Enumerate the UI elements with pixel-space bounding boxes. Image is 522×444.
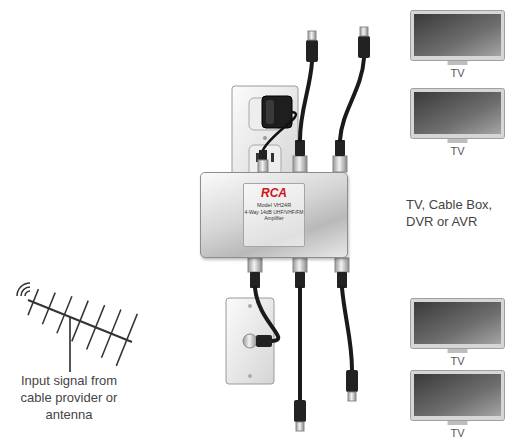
antenna-mast [69, 317, 71, 372]
coax-plug [346, 370, 358, 392]
signal-wave [21, 287, 30, 296]
coax-cable [255, 288, 278, 341]
input-port [248, 258, 262, 272]
power-port [258, 160, 268, 172]
wall-coax-jack [243, 334, 257, 348]
output-port [293, 258, 307, 272]
signal-wave [17, 283, 30, 296]
tv-label: TV [410, 427, 505, 440]
model-number: Model VH24R [244, 202, 304, 209]
outlet-slot [271, 153, 274, 162]
coax-ferrule [360, 27, 368, 36]
output-port [293, 156, 307, 172]
coax-plug [295, 272, 305, 288]
tv-drawing [410, 298, 505, 354]
tv-stand [448, 349, 468, 353]
amplifier-label-plate: RCA Model VH24R4-Way 14dB UHF/VHF/FM Ampl… [243, 183, 305, 247]
power-plug [259, 150, 267, 160]
tv-monitor: TV [410, 370, 505, 442]
device-note: TV, Cable Box, DVR or AVR [406, 196, 516, 230]
coax-plug [256, 335, 272, 347]
output-port [335, 258, 349, 272]
tv-screen [414, 14, 501, 56]
tv-label: TV [410, 355, 505, 368]
coax-cable [342, 288, 352, 370]
product-description: 4-Way 14dB UHF/VHF/FM Amplifier [244, 209, 304, 221]
tv-screen [414, 92, 501, 134]
coax-plug [335, 140, 345, 156]
plate-screw [248, 304, 252, 308]
coax-plug [250, 272, 260, 288]
coax-ferrule [348, 392, 356, 401]
coax-wall-plate [226, 298, 274, 384]
tv-frame [411, 11, 505, 61]
amplifier-box: RCA Model VH24R4-Way 14dB UHF/VHF/FM Ampl… [200, 172, 348, 258]
tv-stand [448, 139, 468, 143]
power-cord [263, 112, 296, 150]
tv-monitor: TV [410, 10, 505, 82]
coax-cable [340, 58, 364, 140]
coax-plug [294, 400, 306, 422]
tv-stand [448, 421, 468, 425]
coax-plug [295, 140, 305, 156]
tv-frame [411, 299, 505, 349]
coax-cable [298, 288, 302, 400]
tv-stand [448, 61, 468, 65]
coax-cable [300, 62, 312, 140]
tv-monitor: TV [410, 88, 505, 160]
coax-ferrule [308, 31, 316, 40]
outlet-screw [263, 136, 267, 140]
output-port [333, 156, 347, 172]
tv-screen [414, 374, 501, 416]
tv-drawing [410, 370, 505, 426]
tv-label: TV [410, 67, 505, 80]
tv-drawing [410, 88, 505, 144]
coax-plug [358, 36, 370, 58]
wall-outlet-plate [232, 86, 298, 186]
antenna-element [72, 301, 88, 342]
tv-frame [411, 89, 505, 139]
tv-monitor: TV [410, 298, 505, 370]
coax-plug [306, 40, 318, 62]
antenna-element [87, 305, 105, 349]
input-note: Input signal from cable provider or ante… [4, 372, 134, 423]
antenna-element [57, 296, 72, 333]
antenna-element [42, 293, 55, 325]
antenna-element [28, 289, 38, 315]
tv-frame [411, 371, 505, 421]
adapter-highlight [266, 100, 274, 124]
tv-screen [414, 302, 501, 344]
plate-screw [248, 374, 252, 378]
antenna-element [116, 314, 137, 366]
tv-drawing [410, 10, 505, 66]
signal-wave [25, 291, 30, 296]
antenna-element [102, 310, 121, 358]
brand-logo: RCA [244, 187, 304, 200]
coax-ferrule [296, 422, 304, 431]
coax-plug [337, 272, 347, 288]
tv-label: TV [410, 145, 505, 158]
